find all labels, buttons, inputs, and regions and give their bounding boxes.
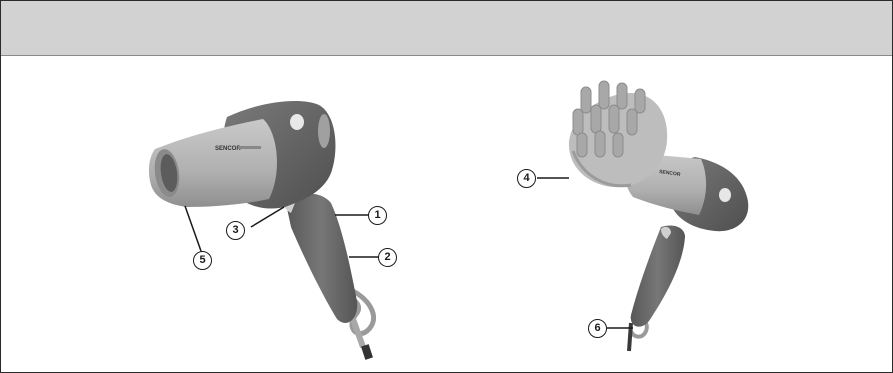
dryer-handle-right — [631, 225, 685, 326]
callout-line-5 — [185, 206, 201, 251]
model-label-left — [239, 146, 261, 149]
cord-plug — [361, 344, 373, 360]
callout-number: 5 — [193, 251, 212, 270]
callout-number: 4 — [517, 169, 536, 188]
dryer-handle — [285, 193, 357, 323]
cord-plug-right — [629, 323, 631, 351]
callout-number: 6 — [588, 319, 607, 338]
dryer-button-icon-right — [719, 188, 731, 202]
callout-line-3 — [251, 207, 284, 227]
callout-number: 2 — [378, 248, 397, 267]
callout-number: 3 — [226, 221, 245, 240]
callout-number: 1 — [368, 206, 387, 225]
air-intake-grille — [318, 114, 330, 148]
dryer-button-icon — [290, 114, 304, 130]
brand-label-left: SENCOR — [215, 146, 241, 152]
